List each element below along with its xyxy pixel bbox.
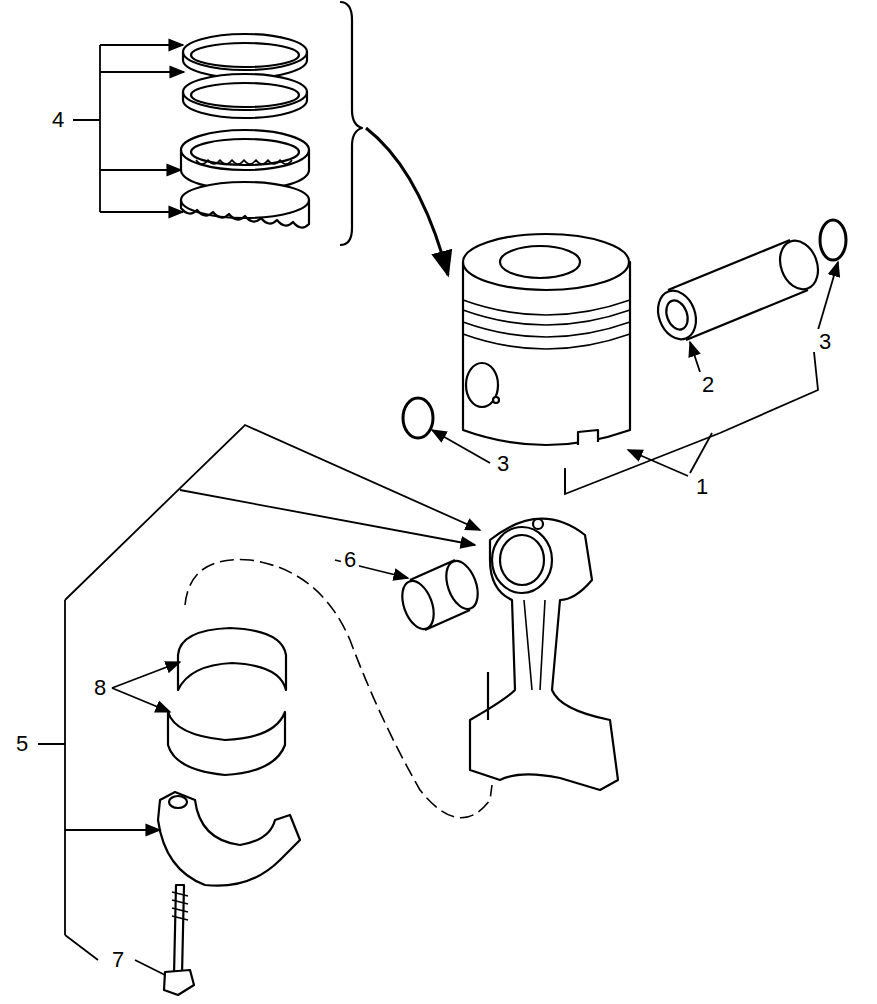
bolt (164, 885, 194, 995)
callout-number: 4 (49, 107, 67, 133)
snap-ring (820, 220, 846, 260)
callout-number: 8 (91, 675, 109, 701)
bearing-shell (168, 628, 286, 775)
bearing-cap (158, 792, 300, 886)
assembly-arrow (366, 128, 448, 275)
callout-number: 1 (693, 474, 711, 500)
callout-number: 6 (341, 547, 359, 573)
piston (463, 234, 630, 445)
connecting-rod (470, 519, 618, 790)
callout-number: 7 (109, 947, 127, 973)
snap-ring (403, 398, 433, 438)
callout-number: 3 (816, 329, 834, 355)
callout-number: 3 (494, 451, 512, 477)
piston-rings (181, 34, 309, 228)
callout-number: 2 (699, 372, 717, 398)
callout-number: 5 (13, 731, 31, 757)
leader-lines (38, 45, 838, 975)
piston-pin (652, 235, 825, 344)
bracket (340, 2, 362, 245)
bushing (396, 557, 483, 634)
